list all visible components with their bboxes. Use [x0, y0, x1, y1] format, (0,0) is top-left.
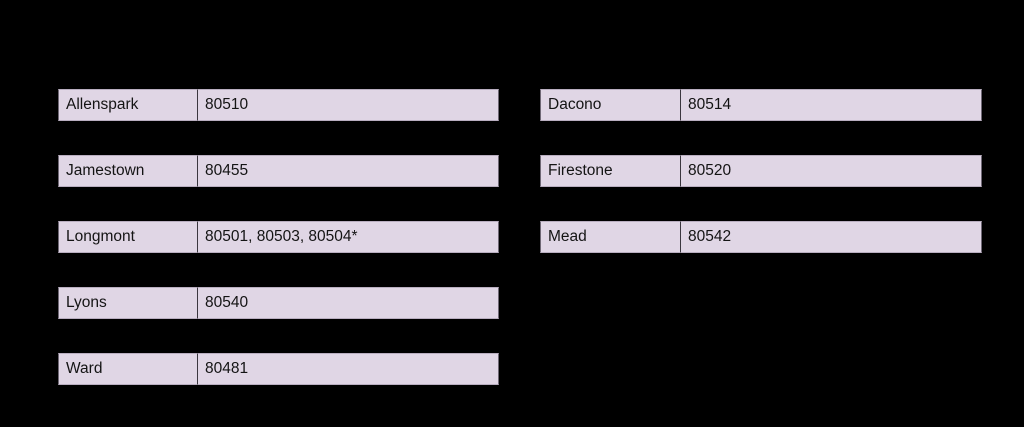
table-row: Dacono 80514: [540, 89, 982, 121]
zip-code-table-left-body: Allenspark 80510 Jamestown 80455 Longmon…: [58, 89, 499, 385]
table-row: Jamestown 80455: [58, 155, 499, 187]
row-spacer: [540, 187, 982, 221]
place-name-cell: Lyons: [58, 287, 198, 319]
zip-code-table-right-body: Dacono 80514 Firestone 80520 Mead 80542: [540, 89, 982, 253]
table-row: Longmont 80501, 80503, 80504*: [58, 221, 499, 253]
zip-code-table-left: Allenspark 80510 Jamestown 80455 Longmon…: [58, 89, 499, 385]
zip-code-cell: 80520: [681, 155, 982, 187]
table-row: Lyons 80540: [58, 287, 499, 319]
place-name-cell: Jamestown: [58, 155, 198, 187]
place-name-cell: Longmont: [58, 221, 198, 253]
row-spacer: [58, 121, 499, 155]
row-spacer-cell: [58, 319, 198, 353]
row-spacer: [540, 121, 982, 155]
row-spacer: [58, 187, 499, 221]
row-spacer-cell: [540, 187, 681, 221]
row-spacer-cell: [681, 121, 982, 155]
zip-code-cell: 80514: [681, 89, 982, 121]
table-row: Firestone 80520: [540, 155, 982, 187]
place-name-cell: Allenspark: [58, 89, 198, 121]
row-spacer: [58, 253, 499, 287]
zip-code-cell: 80540: [198, 287, 499, 319]
zip-code-cell: 80542: [681, 221, 982, 253]
zip-code-cell: 80510: [198, 89, 499, 121]
place-name-cell: Ward: [58, 353, 198, 385]
table-row: Allenspark 80510: [58, 89, 499, 121]
row-spacer-cell: [58, 253, 198, 287]
row-spacer-cell: [198, 187, 499, 221]
place-name-cell: Mead: [540, 221, 681, 253]
row-spacer-cell: [58, 187, 198, 221]
row-spacer-cell: [198, 121, 499, 155]
zip-code-cell: 80455: [198, 155, 499, 187]
zip-code-cell: 80501, 80503, 80504*: [198, 221, 499, 253]
place-name-cell: Firestone: [540, 155, 681, 187]
zip-code-table-right: Dacono 80514 Firestone 80520 Mead 80542: [540, 89, 982, 253]
row-spacer-cell: [198, 319, 499, 353]
row-spacer: [58, 319, 499, 353]
zip-code-cell: 80481: [198, 353, 499, 385]
table-row: Mead 80542: [540, 221, 982, 253]
table-row: Ward 80481: [58, 353, 499, 385]
place-name-cell: Dacono: [540, 89, 681, 121]
row-spacer-cell: [198, 253, 499, 287]
row-spacer-cell: [58, 121, 198, 155]
row-spacer-cell: [540, 121, 681, 155]
row-spacer-cell: [681, 187, 982, 221]
